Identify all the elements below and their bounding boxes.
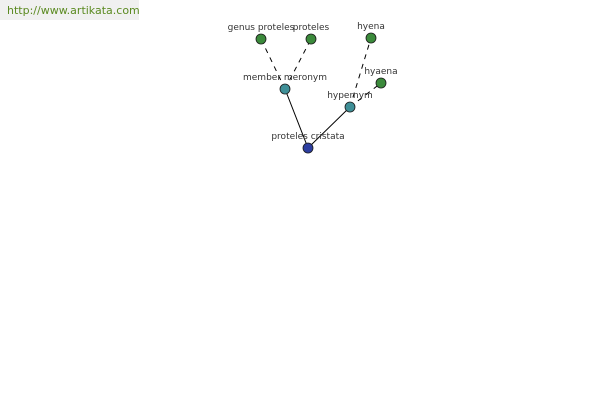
node-genus-proteles[interactable] [255, 33, 267, 45]
url-link[interactable]: http://www.artikata.com [7, 4, 140, 17]
node-hyena[interactable] [365, 32, 377, 44]
node-hyaena[interactable] [375, 77, 387, 89]
label-genus-proteles: genus proteles [228, 23, 295, 33]
edges-layer [260, 37, 382, 149]
node-member-meronym[interactable] [279, 83, 291, 95]
node-proteles[interactable] [305, 33, 317, 45]
edge-hypernym-hyaena [349, 82, 382, 108]
edge-root-member-meronym [284, 88, 309, 149]
label-proteles: proteles [293, 23, 330, 33]
edge-root-hypernym [307, 106, 351, 149]
nodes-layer [255, 32, 387, 154]
edge-hypernym-hyena [349, 37, 372, 108]
label-hyena: hyena [357, 22, 385, 32]
labels-layer: proteles cristata member meronym genus pro… [228, 22, 398, 142]
label-hypernym: hypernym [327, 91, 373, 101]
label-proteles-cristata: proteles cristata [271, 132, 344, 142]
label-hyaena: hyaena [364, 67, 397, 77]
label-member-meronym: member meronym [243, 73, 327, 83]
node-proteles-cristata[interactable] [302, 142, 314, 154]
url-banner[interactable]: http://www.artikata.com [0, 0, 140, 20]
node-hypernym[interactable] [344, 101, 356, 113]
